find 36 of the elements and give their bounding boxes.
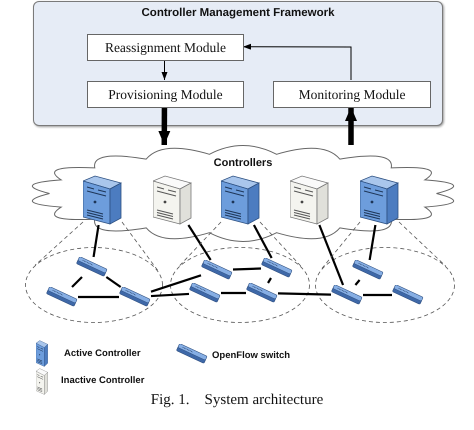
network-link	[187, 224, 212, 261]
network-link	[150, 292, 190, 298]
dashed-line	[398, 222, 446, 266]
arrow	[158, 107, 170, 145]
network-link	[232, 267, 262, 271]
dashed-line	[260, 222, 303, 268]
figure-caption: Fig. 1. System architecture	[150, 392, 324, 409]
network-link	[106, 276, 122, 288]
network-link	[363, 294, 392, 296]
network-link	[78, 296, 119, 298]
legend-label: Inactive Controller	[61, 375, 144, 386]
network-link	[92, 224, 100, 258]
network-link	[71, 276, 83, 288]
arrow	[242, 44, 352, 80]
dashed-line	[122, 222, 158, 272]
module-box: Monitoring Module	[273, 81, 431, 108]
dashed-line	[320, 222, 360, 270]
legend-label: Active Controller	[64, 348, 141, 359]
framework-title: Controller Management Framework	[140, 7, 336, 19]
network-link	[221, 292, 246, 294]
network-link	[267, 277, 272, 284]
cloud-label: Controllers	[212, 157, 274, 169]
arrow	[345, 107, 357, 145]
network-link	[318, 224, 344, 286]
module-box: Reassignment Module	[87, 34, 244, 61]
dashed-line	[177, 222, 222, 268]
network-link	[252, 224, 273, 259]
network-link	[278, 292, 332, 296]
framework-panel	[33, 1, 443, 126]
network-link	[368, 224, 376, 260]
network-link	[150, 274, 202, 293]
module-box: Provisioning Module	[87, 81, 244, 108]
dashed-line	[34, 222, 84, 266]
legend-label: OpenFlow switch	[212, 350, 290, 361]
network-link	[354, 279, 360, 286]
arrow	[162, 60, 168, 80]
